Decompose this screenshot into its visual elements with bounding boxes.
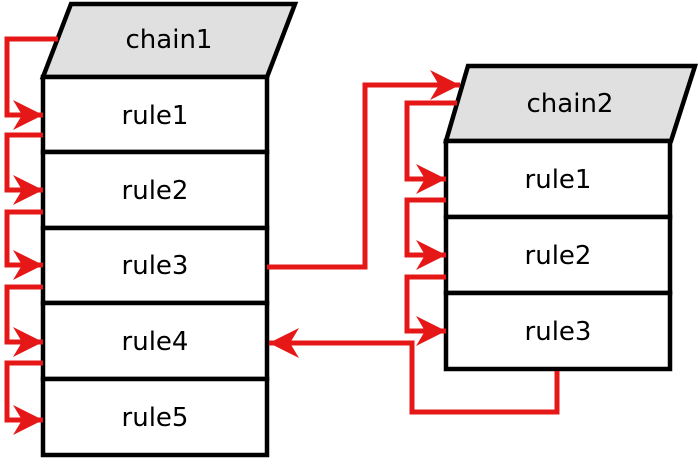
flow-chain1-rule3-to-rule4 <box>4 284 43 357</box>
flow-chain2-rule1-to-rule2 <box>404 197 446 270</box>
flow-chain2-rule3-return-to-chain1-rule4 <box>269 328 560 415</box>
chain1-rule1-label: rule1 <box>122 101 189 131</box>
chain1-group: chain1 rule1 rule2 rule3 rule4 rule5 <box>39 1 299 458</box>
chain2-title: chain2 <box>527 89 614 119</box>
chain1-rule4-box <box>40 300 270 382</box>
chain1-title: chain1 <box>126 25 213 55</box>
chain1-rule4-label: rule4 <box>122 327 189 357</box>
chain1-flow-arrows <box>4 36 58 435</box>
chain1-rule3-box <box>40 225 270 306</box>
chain1-rule2-label: rule2 <box>122 176 189 206</box>
flow-chain1-rule4-to-rule5 <box>4 360 43 435</box>
flow-chain1-header-to-rule1 <box>4 36 58 130</box>
chain2-group: chain2 rule1 rule2 rule3 <box>442 63 699 372</box>
chain1-rule5-box <box>40 376 270 458</box>
flow-chain2-header-to-rule1 <box>404 100 457 194</box>
chain2-flow-arrows <box>404 100 457 346</box>
flow-chain1-rule2-to-rule3 <box>4 209 43 280</box>
chain1-rule1-box <box>40 74 270 155</box>
cross-chain-arrows <box>267 70 560 415</box>
chain1-rule3-label: rule3 <box>122 251 189 281</box>
chain2-rule2-box <box>443 214 673 296</box>
flow-chain2-rule2-to-rule3 <box>404 274 446 346</box>
flow-chain1-rule3-jump-to-chain2 <box>267 70 460 270</box>
chain2-rule1-label: rule1 <box>525 165 592 195</box>
flow-chain1-rule1-to-rule2 <box>4 132 43 205</box>
chain2-rule2-label: rule2 <box>525 241 592 271</box>
chain2-rule3-label: rule3 <box>525 317 592 347</box>
chain1-rule5-label: rule5 <box>122 403 189 433</box>
